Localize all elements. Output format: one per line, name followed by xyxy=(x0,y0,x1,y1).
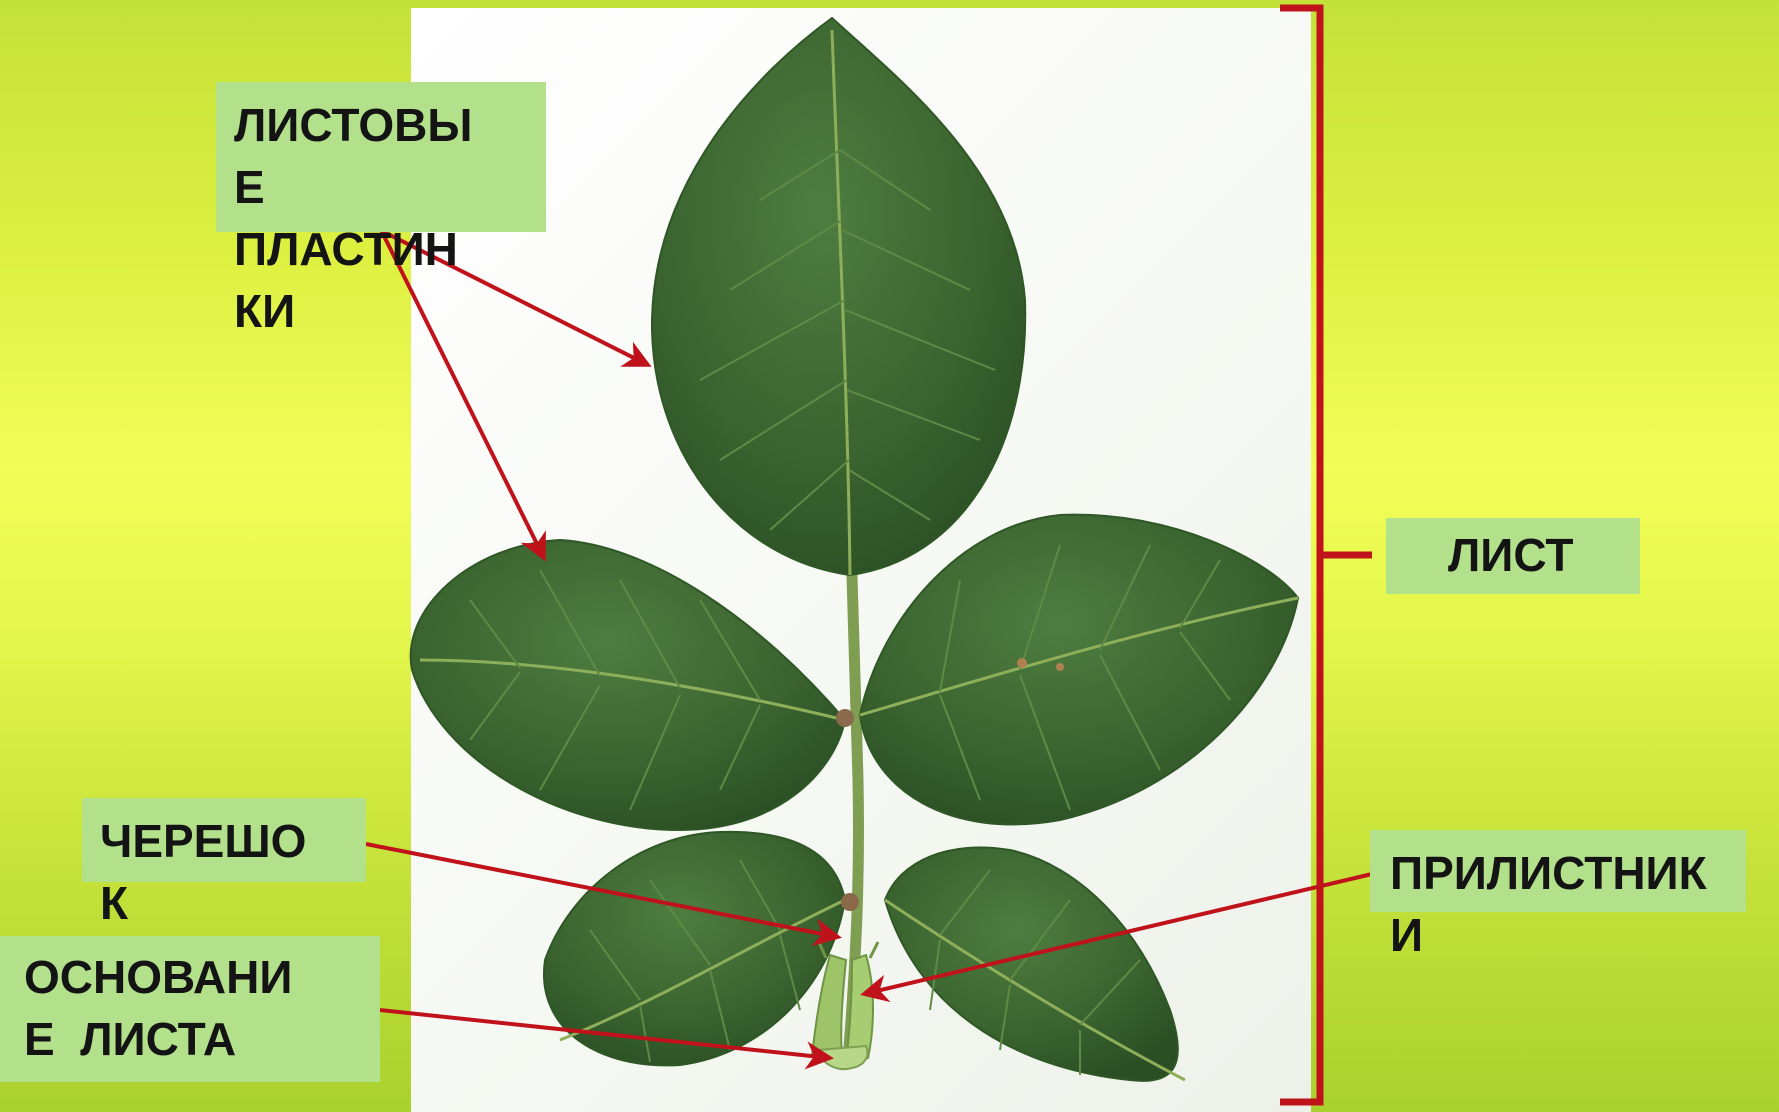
label-leaf-blades-line-1: ЛИСТОВЫ xyxy=(234,94,472,156)
label-leaf-base-line-2: Е ЛИСТА xyxy=(24,1008,292,1070)
label-leaf-blades-line-3: ПЛАСТИН xyxy=(234,218,472,280)
right-leaflet-lower xyxy=(885,847,1185,1080)
label-leaf-base: ОСНОВАНИ Е ЛИСТА xyxy=(24,946,292,1070)
label-leaf: ЛИСТ xyxy=(1448,524,1574,586)
label-leaf-base-line-1: ОСНОВАНИ xyxy=(24,946,292,1008)
left-leaflet-upper xyxy=(411,540,845,830)
leaf-bracket xyxy=(1280,8,1372,1102)
leaflet-node xyxy=(841,893,859,911)
leaflet-node xyxy=(836,709,854,727)
label-leaf-blades-line-4: КИ xyxy=(234,280,472,342)
label-stipules: ПРИЛИСТНИК И xyxy=(1390,842,1707,966)
terminal-leaflet xyxy=(652,18,1025,575)
label-petiole: ЧЕРЕШО К xyxy=(100,810,306,934)
right-leaflet-upper xyxy=(860,515,1298,825)
label-leaf-line-1: ЛИСТ xyxy=(1448,524,1574,586)
label-leaf-blades-line-2: Е xyxy=(234,156,472,218)
label-petiole-line-2: К xyxy=(100,872,306,934)
label-stipules-line-1: ПРИЛИСТНИК xyxy=(1390,842,1707,904)
label-leaf-blades: ЛИСТОВЫ Е ПЛАСТИН КИ xyxy=(234,94,472,342)
label-stipules-line-2: И xyxy=(1390,904,1707,966)
label-petiole-line-1: ЧЕРЕШО xyxy=(100,810,306,872)
